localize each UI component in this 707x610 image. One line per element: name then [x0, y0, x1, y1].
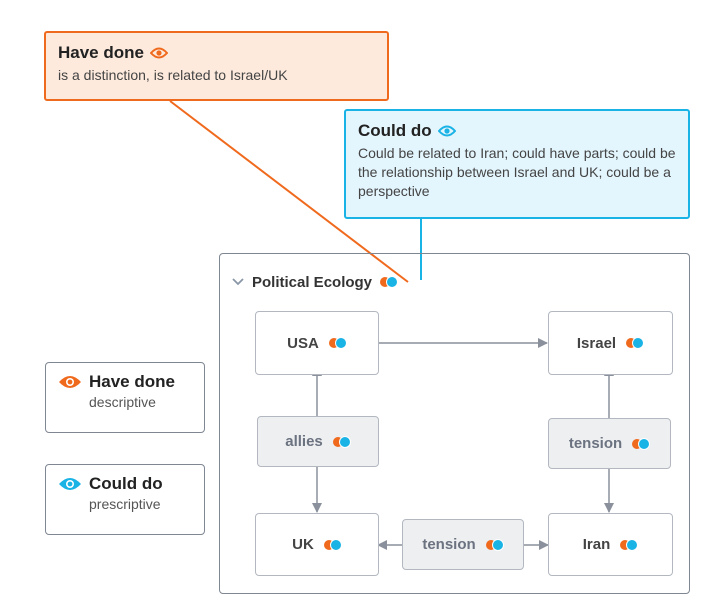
node-label: USA — [287, 334, 319, 352]
legend-title: Could do — [89, 474, 163, 493]
legend-subtitle: prescriptive — [89, 496, 161, 512]
node-uk[interactable]: UK — [255, 513, 379, 576]
node-israel[interactable]: Israel — [548, 311, 673, 375]
relation-tension-israel-iran[interactable]: tension — [548, 418, 671, 469]
have-done-leader-line — [169, 100, 409, 283]
eye-icon — [149, 47, 168, 59]
legend-have-done: Have done descriptive — [45, 362, 205, 433]
frame-header[interactable]: Political Ecology — [232, 271, 399, 293]
eye-icon — [437, 125, 456, 137]
perspective-dots[interactable] — [380, 276, 399, 288]
have-done-title: Have done — [58, 43, 144, 62]
perspective-dots[interactable] — [332, 435, 351, 448]
frame-title: Political Ecology — [252, 273, 373, 291]
perspective-dots[interactable] — [632, 437, 651, 450]
perspective-dots[interactable] — [620, 538, 639, 551]
perspective-dots[interactable] — [323, 538, 342, 551]
node-label: UK — [292, 536, 314, 553]
node-label: Israel — [576, 334, 617, 352]
could-do-description: Could be related to Iran; could have par… — [358, 145, 676, 199]
perspective-dots[interactable] — [328, 337, 347, 349]
node-iran[interactable]: Iran — [548, 513, 673, 576]
relation-tension-uk-iran[interactable]: tension — [402, 519, 524, 570]
have-done-description: is a distinction, is related to Israel/U… — [58, 67, 288, 83]
eye-icon — [59, 376, 81, 388]
political-ecology-frame — [219, 253, 690, 594]
node-label: Iran — [582, 536, 611, 553]
relation-label: tension — [568, 435, 623, 452]
could-do-callout: Could do Could be related to Iran; could… — [344, 109, 690, 219]
relation-label: tension — [422, 536, 476, 553]
perspective-dots[interactable] — [485, 538, 504, 551]
relation-label: allies — [285, 433, 323, 450]
legend-subtitle: descriptive — [89, 394, 156, 410]
legend-could-do: Could do prescriptive — [45, 464, 205, 535]
chevron-down-icon[interactable] — [232, 275, 244, 289]
node-usa[interactable]: USA — [255, 311, 379, 375]
legend-title: Have done — [89, 372, 175, 391]
perspective-dots[interactable] — [626, 337, 645, 349]
eye-icon — [59, 478, 81, 490]
have-done-callout: Have done is a distinction, is related t… — [44, 31, 389, 101]
could-do-title: Could do — [358, 121, 432, 140]
relation-allies[interactable]: allies — [257, 416, 379, 467]
